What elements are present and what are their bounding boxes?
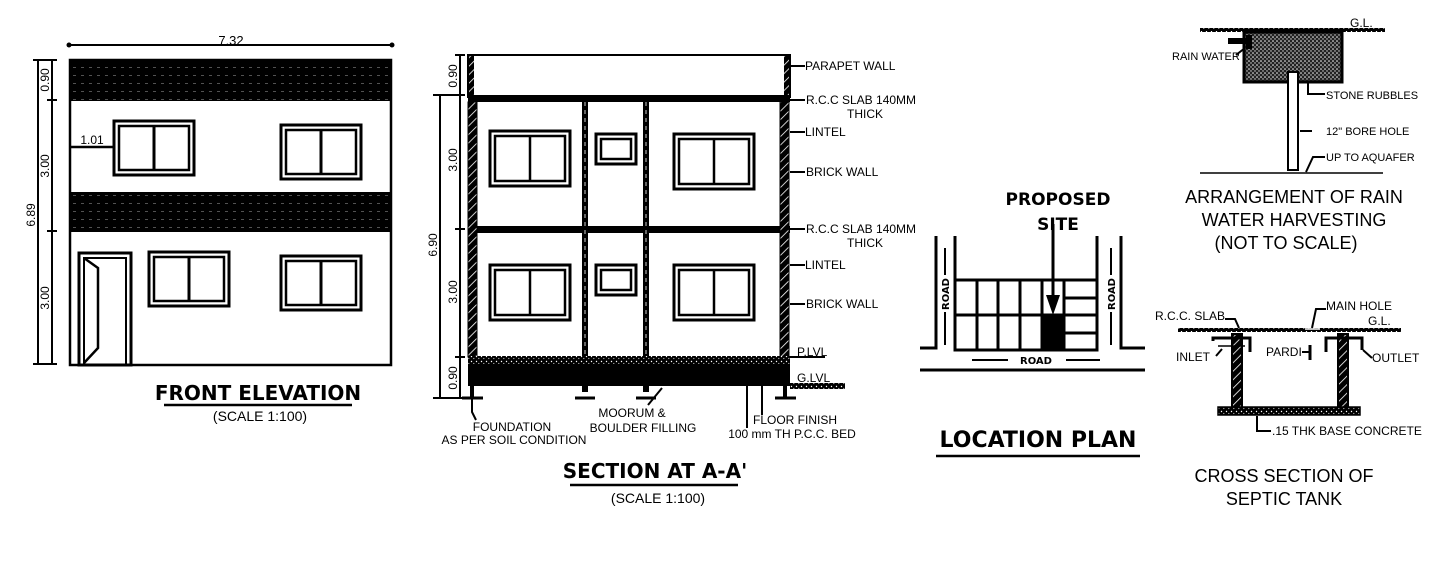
label-floor-finish: FLOOR FINISH xyxy=(753,413,837,427)
ventilator xyxy=(594,263,638,297)
label-ground-level: G.L. xyxy=(1350,16,1373,30)
dim-floor-lower: 3.00 xyxy=(38,286,52,310)
label-pcc-bed: 100 mm TH P.C.C. BED xyxy=(728,427,856,441)
label-ground-level: G.LVL xyxy=(797,371,830,385)
road-right-label: ROAD xyxy=(1107,278,1118,310)
dim-total-height: 6.89 xyxy=(24,203,38,227)
section-scale: (SCALE 1:100) xyxy=(611,490,705,506)
label-rcc-slab-upper: R.C.C SLAB 140MM xyxy=(806,93,916,107)
window xyxy=(488,129,572,188)
label-base-concrete: .15 THK BASE CONCRETE xyxy=(1272,424,1422,438)
label-bore-hole: 12" BORE HOLE xyxy=(1326,126,1409,138)
window xyxy=(147,250,231,308)
septic-title-1: CROSS SECTION OF xyxy=(1194,466,1373,486)
dim-floor-lower: 3.00 xyxy=(446,280,460,304)
proposed-site-label-2: SITE xyxy=(1037,215,1079,235)
label-rcc-slab-lower: R.C.C SLAB 140MM xyxy=(806,222,916,236)
dim-window-offset: 1.01 xyxy=(80,133,104,147)
road-bottom-label: ROAD xyxy=(1020,356,1052,367)
dim-parapet: 0.90 xyxy=(446,64,460,88)
window xyxy=(672,132,756,191)
rain-water-harvesting: G.L. RAIN WATER STONE RUBBLES 12" BORE H… xyxy=(1172,16,1418,253)
label-foundation-detail: AS PER SOIL CONDITION xyxy=(442,433,587,447)
window xyxy=(488,263,572,322)
front-elevation-title: FRONT ELEVATION xyxy=(155,381,361,405)
label-foundation: FOUNDATION xyxy=(473,420,551,434)
dim-parapet: 0.90 xyxy=(38,68,52,92)
label-parapet-wall: PARAPET WALL xyxy=(805,59,896,73)
septic-tank: INLET OUTLET PARDI R.C.C. SLAB MAIN HOLE… xyxy=(1155,299,1422,509)
label-boulder-filling: BOULDER FILLING xyxy=(590,421,697,435)
septic-title-2: SEPTIC TANK xyxy=(1226,489,1342,509)
label-main-hole: MAIN HOLE xyxy=(1326,299,1392,313)
dim-total-height: 6.90 xyxy=(426,233,440,257)
dim-width: 7.32 xyxy=(218,33,243,48)
label-brick-wall-upper: BRICK WALL xyxy=(806,165,879,179)
dim-plinth: 0.90 xyxy=(446,366,460,390)
rwh-title-1: ARRANGEMENT OF RAIN xyxy=(1185,187,1403,207)
window xyxy=(279,254,363,312)
door xyxy=(77,251,133,367)
label-lintel-upper: LINTEL xyxy=(805,125,846,139)
location-plan: PROPOSED SITE ROAD ROAD ROAD LOCATION PL… xyxy=(920,190,1145,458)
dim-floor-upper: 3.00 xyxy=(446,148,460,172)
rwh-title-2: WATER HARVESTING xyxy=(1202,210,1387,230)
proposed-site-label: PROPOSED xyxy=(1006,190,1111,210)
section-a-a: 6.90 0.90 3.00 3.00 0.90 PARAPET WALL R.… xyxy=(426,54,916,506)
label-rcc-slab-lower-thick: THICK xyxy=(847,236,883,250)
label-aquifer: UP TO AQUAFER xyxy=(1326,152,1415,164)
proposed-site-plot xyxy=(1042,315,1064,350)
label-rcc-slab: R.C.C. SLAB xyxy=(1155,309,1225,323)
front-elevation-scale: (SCALE 1:100) xyxy=(213,408,307,424)
label-ground-level: G.L. xyxy=(1368,314,1391,328)
label-rcc-slab-upper-thick: THICK xyxy=(847,107,883,121)
label-pardi: PARDI xyxy=(1266,345,1302,359)
window xyxy=(279,123,363,181)
location-plan-title: LOCATION PLAN xyxy=(940,428,1137,453)
road-left-label: ROAD xyxy=(941,278,952,310)
section-title: SECTION AT A-A' xyxy=(563,459,747,483)
label-moorum: MOORUM & xyxy=(598,406,665,420)
rwh-title-3: (NOT TO SCALE) xyxy=(1214,233,1357,253)
label-lintel-lower: LINTEL xyxy=(805,258,846,272)
label-rain-water: RAIN WATER xyxy=(1172,51,1240,63)
front-elevation: 7.32 xyxy=(24,33,395,424)
label-brick-wall-lower: BRICK WALL xyxy=(806,297,879,311)
window xyxy=(672,263,756,322)
label-outlet: OUTLET xyxy=(1372,351,1420,365)
dim-floor-upper: 3.00 xyxy=(38,154,52,178)
label-inlet: INLET xyxy=(1176,350,1211,364)
label-plinth-level: P.LVL xyxy=(797,345,828,359)
ventilator xyxy=(594,132,638,166)
label-stone-rubbles: STONE RUBBLES xyxy=(1326,90,1418,102)
